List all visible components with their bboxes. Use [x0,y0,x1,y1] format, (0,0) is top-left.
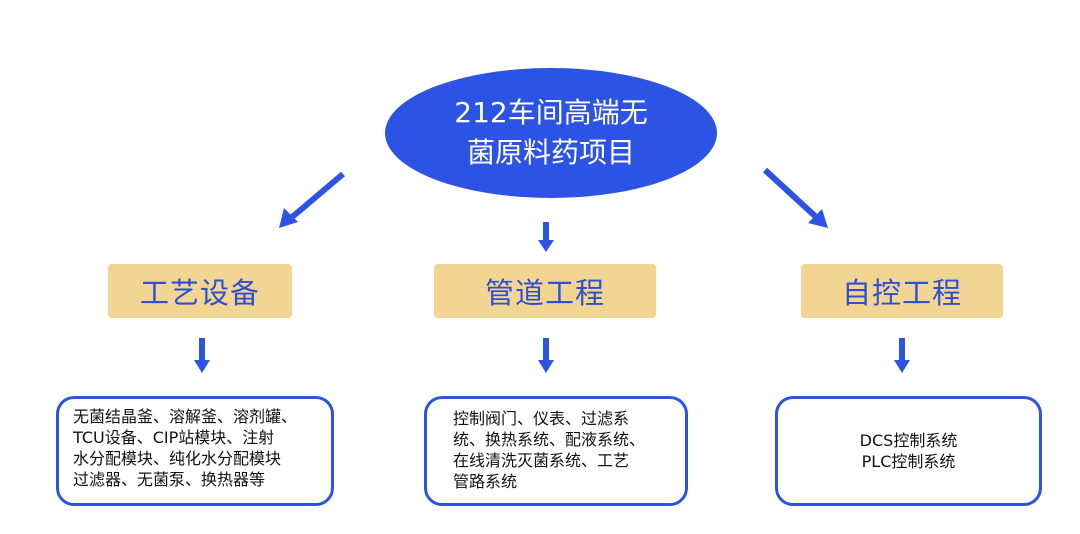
detail-line: 在线清洗灭菌系统、工艺 [453,451,630,470]
detail-line: PLC控制系统 [861,452,956,471]
arrow-root-to-category-1 [279,171,345,228]
arrow-category-2-to-detail [538,338,554,373]
category-label: 工艺设备 [139,276,260,310]
detail-line: 过滤器、无菌泵、换热器等 [73,470,266,489]
detail-line: 管路系统 [453,472,518,491]
detail-line: 控制阀门、仪表、过滤系 [453,409,630,428]
detail-line: 水分配模块、纯化水分配模块 [73,449,282,468]
arrow-category-3-to-detail [894,338,910,373]
arrow-category-1-to-detail [194,338,210,373]
detail-box-piping-engineering: 控制阀门、仪表、过滤系 统、换热系统、配液系统、 在线清洗灭菌系统、工艺 管路系… [424,396,688,506]
arrow-root-to-category-3 [762,167,828,228]
detail-line: 统、换热系统、配液系统、 [453,430,646,449]
root-line-1: 212车间高端无 [454,96,648,129]
root-line-2: 菌原料药项目 [466,136,635,169]
category-automation-engineering: 自控工程 [801,264,1003,318]
category-process-equipment: 工艺设备 [108,264,292,318]
detail-box-automation-engineering: DCS控制系统 PLC控制系统 [775,396,1042,506]
arrow-root-to-category-2 [538,222,554,252]
root-node: 212车间高端无 菌原料药项目 [385,68,717,198]
category-piping-engineering: 管道工程 [434,264,656,318]
detail-line: 无菌结晶釜、溶解釜、溶剂罐、 [73,407,298,426]
detail-line: TCU设备、CIP站模块、注射 [73,428,275,447]
root-node-label: 212车间高端无 菌原料药项目 [446,93,656,173]
detail-line: DCS控制系统 [859,431,958,450]
category-label: 管道工程 [484,276,605,310]
detail-box-process-equipment: 无菌结晶釜、溶解釜、溶剂罐、 TCU设备、CIP站模块、注射 水分配模块、纯化水… [56,396,334,506]
category-label: 自控工程 [841,276,962,310]
